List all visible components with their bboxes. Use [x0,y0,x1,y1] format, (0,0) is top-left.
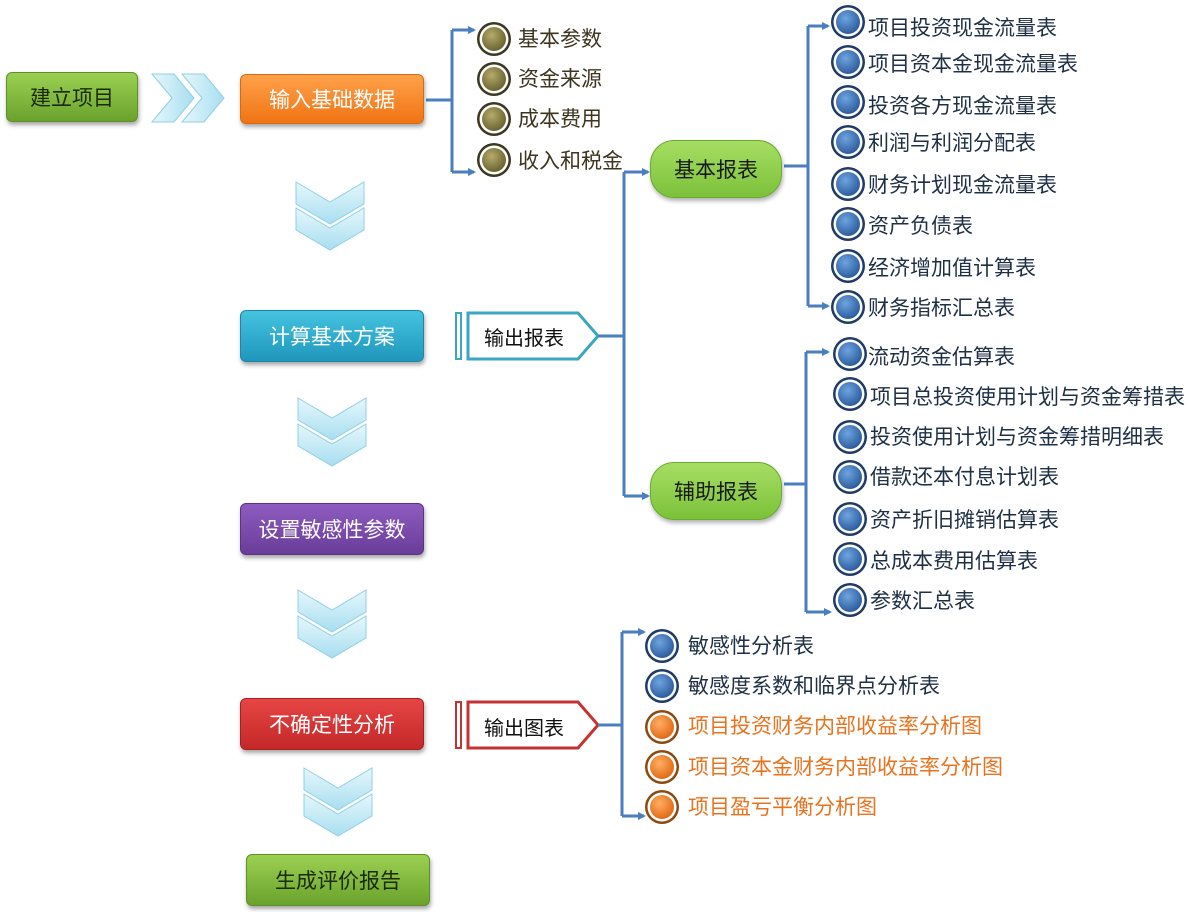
basic-report-item: 资产负债表 [868,214,973,238]
input-data-label: 输入基础数据 [269,88,395,112]
input-data-node[interactable]: 输入基础数据 [240,74,424,124]
double-chevron-icon [297,589,367,633]
auxiliary-reports-node[interactable]: 辅助报表 [650,462,782,520]
blue-circle-icon [836,10,860,34]
analysis-chart-item: 项目资本金财务内部收益率分析图 [688,755,1003,779]
output-charts-bar [455,701,462,749]
olive-circle-icon [482,67,506,91]
double-chevron-icon [180,73,225,123]
basic-reports-label: 基本报表 [674,158,758,182]
blue-circle-icon [836,90,860,114]
compute-plan-label: 计算基本方案 [269,325,395,349]
input-item: 收入和税金 [518,149,623,173]
basic-report-item: 经济增加值计算表 [868,256,1036,280]
basic-report-item: 财务计划现金流量表 [868,173,1057,197]
basic-reports-node[interactable]: 基本报表 [650,140,782,198]
blue-circle-icon [836,254,860,278]
orange-circle-icon [650,755,674,779]
generate-report-node[interactable]: 生成评价报告 [246,854,430,906]
blue-circle-icon [836,50,860,74]
output-charts-label: 输出图表 [484,715,564,740]
input-item: 成本费用 [518,107,602,131]
double-chevron-icon [295,207,365,251]
analysis-chart-item: 项目投资财务内部收益率分析图 [688,714,982,738]
orange-circle-icon [650,795,674,819]
auxiliary-report-item: 流动资金估算表 [868,345,1015,369]
output-reports-box [466,311,600,361]
double-chevron-icon [297,615,367,659]
blue-circle-icon [836,212,860,236]
basic-report-item: 项目投资现金流量表 [868,16,1057,40]
basic-report-item: 项目资本金现金流量表 [868,52,1078,76]
compute-plan-node[interactable]: 计算基本方案 [240,310,424,362]
blue-circle-icon [836,295,860,319]
auxiliary-report-item: 投资使用计划与资金筹措明细表 [870,425,1164,449]
double-chevron-icon [150,73,195,123]
blue-circle-icon [838,382,862,406]
output-reports-label: 输出报表 [484,325,564,350]
output-reports-bar [455,312,462,360]
blue-circle-icon [838,425,862,449]
olive-circle-icon [482,148,506,172]
basic-report-item: 财务指标汇总表 [868,296,1015,320]
create-project-node[interactable]: 建立项目 [6,72,138,122]
basic-report-item: 利润与利润分配表 [868,131,1036,155]
blue-circle-icon [838,465,862,489]
orange-circle-icon [650,715,674,739]
uncertainty-node[interactable]: 不确定性分析 [240,698,424,750]
double-chevron-icon [295,181,365,225]
olive-circle-icon [482,107,506,131]
blue-circle-icon [836,130,860,154]
auxiliary-report-item: 借款还本付息计划表 [870,465,1059,489]
blue-circle-icon [838,588,862,612]
auxiliary-report-item: 总成本费用估算表 [870,549,1038,573]
input-item: 基本参数 [518,27,602,51]
double-chevron-icon [303,767,373,811]
input-item: 资金来源 [518,67,602,91]
double-chevron-icon [297,397,367,441]
set-sensitivity-node[interactable]: 设置敏感性参数 [240,503,424,555]
double-chevron-icon [297,423,367,467]
sensitivity-table-item: 敏感性分析表 [688,634,814,658]
blue-circle-icon [838,507,862,531]
auxiliary-report-item: 项目总投资使用计划与资金筹措表 [870,385,1185,409]
sensitivity-table-item: 敏感度系数和临界点分析表 [688,674,940,698]
blue-circle-icon [838,547,862,571]
blue-circle-icon [836,172,860,196]
generate-report-label: 生成评价报告 [275,869,401,893]
analysis-chart-item: 项目盈亏平衡分析图 [688,795,877,819]
set-sensitivity-label: 设置敏感性参数 [258,518,406,542]
uncertainty-label: 不确定性分析 [269,713,395,737]
blue-circle-icon [650,634,674,658]
auxiliary-reports-label: 辅助报表 [674,480,758,504]
blue-circle-icon [838,342,862,366]
olive-circle-icon [482,27,506,51]
output-charts-box [466,700,600,750]
basic-report-item: 投资各方现金流量表 [868,94,1057,118]
auxiliary-report-item: 参数汇总表 [870,589,975,613]
auxiliary-report-item: 资产折旧摊销估算表 [870,508,1059,532]
double-chevron-icon [303,793,373,837]
blue-circle-icon [650,674,674,698]
create-project-label: 建立项目 [30,86,114,110]
